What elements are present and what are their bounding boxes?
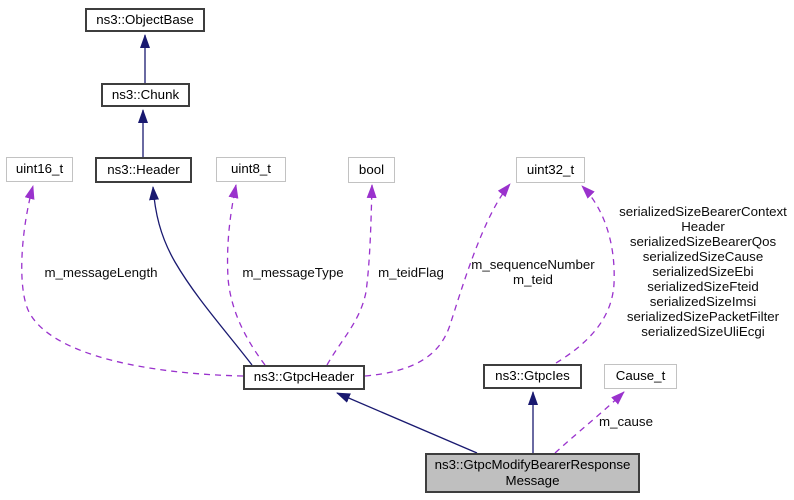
serialized-sizes-line: serializedSizeFteid	[647, 279, 759, 294]
main-node-label-line2: Message	[505, 473, 560, 488]
serialized-sizes-line: serializedSizePacketFilter	[626, 309, 780, 324]
edge-label-m-sequencenumber: m_sequenceNumber	[471, 257, 595, 272]
edge-usage-serializedsizes-uint32	[555, 185, 615, 364]
node-gtpcmodifybearerresponsemessage: ns3::GtpcModifyBearerResponse Message	[425, 453, 640, 493]
edge-label-m-messagetype: m_messageType	[242, 265, 344, 280]
serialized-sizes-line: serializedSizeUliEcgi	[641, 324, 765, 339]
main-node-label-line1: ns3::GtpcModifyBearerResponse	[434, 457, 631, 472]
node-uint16-t: uint16_t	[6, 157, 73, 182]
edge-inherit-message-gtpcheader	[336, 392, 478, 454]
edge-label-serialized-sizes: serializedSizeBearerContext Header seria…	[613, 204, 793, 339]
edge-inherit-gtpcheader-header	[149, 186, 253, 366]
edge-label-m-teidflag: m_teidFlag	[378, 265, 444, 280]
edge-usage-messagetype-uint8	[226, 184, 266, 366]
node-cause-t: Cause_t	[604, 364, 677, 389]
edge-label-m-sequencenumber-m-teid: m_sequenceNumber m_teid	[453, 257, 613, 287]
edge-usage-teidflag-bool	[326, 184, 377, 366]
node-bool: bool	[348, 157, 395, 183]
node-uint32-t: uint32_t	[516, 157, 585, 183]
node-gtpcheader[interactable]: ns3::GtpcHeader	[243, 365, 365, 390]
serialized-sizes-line: serializedSizeEbi	[652, 264, 754, 279]
edge-usage-cause-causet	[554, 391, 625, 454]
serialized-sizes-line: Header	[681, 219, 725, 234]
serialized-sizes-line: serializedSizeBearerQos	[629, 234, 777, 249]
edge-usage-sequencenumber-uint32	[364, 183, 511, 377]
edge-label-m-teid: m_teid	[513, 272, 553, 287]
node-chunk[interactable]: ns3::Chunk	[101, 83, 190, 107]
node-uint8-t: uint8_t	[216, 157, 286, 182]
serialized-sizes-line: serializedSizeBearerContext	[619, 204, 787, 219]
node-objectbase[interactable]: ns3::ObjectBase	[85, 8, 205, 32]
edge-usage-messagelength-uint16	[21, 185, 244, 377]
node-header[interactable]: ns3::Header	[95, 157, 192, 183]
node-gtpcies[interactable]: ns3::GtpcIes	[483, 364, 582, 389]
edge-label-m-messagelength: m_messageLength	[44, 265, 158, 280]
serialized-sizes-line: serializedSizeCause	[642, 249, 764, 264]
serialized-sizes-line: serializedSizeImsi	[649, 294, 757, 309]
edge-label-m-cause: m_cause	[599, 414, 653, 429]
